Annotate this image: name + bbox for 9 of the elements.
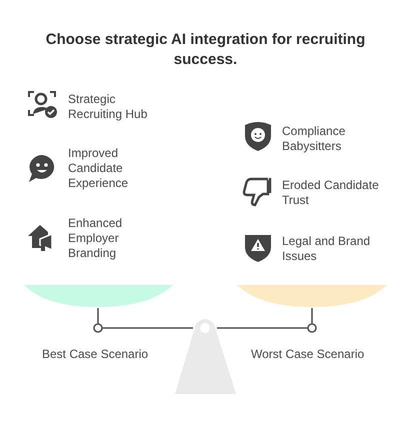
scenario-item: Strategic Recruiting Hub <box>68 92 148 122</box>
title: Choose strategic AI integration for recruiting success. <box>44 30 366 70</box>
scenario-label: Best Case Scenario <box>42 347 150 362</box>
scenario-label: Worst Case Scenario <box>251 347 366 362</box>
scenario-item: Legal and Brand Issues <box>282 234 372 264</box>
scenario-item: Compliance Babysitters <box>282 124 346 154</box>
scenario-item: Enhanced Employer Branding <box>68 216 124 261</box>
scenario-item: Eroded Candidate Trust <box>282 178 380 208</box>
scenario-item: Improved Candidate Experience <box>68 146 130 191</box>
